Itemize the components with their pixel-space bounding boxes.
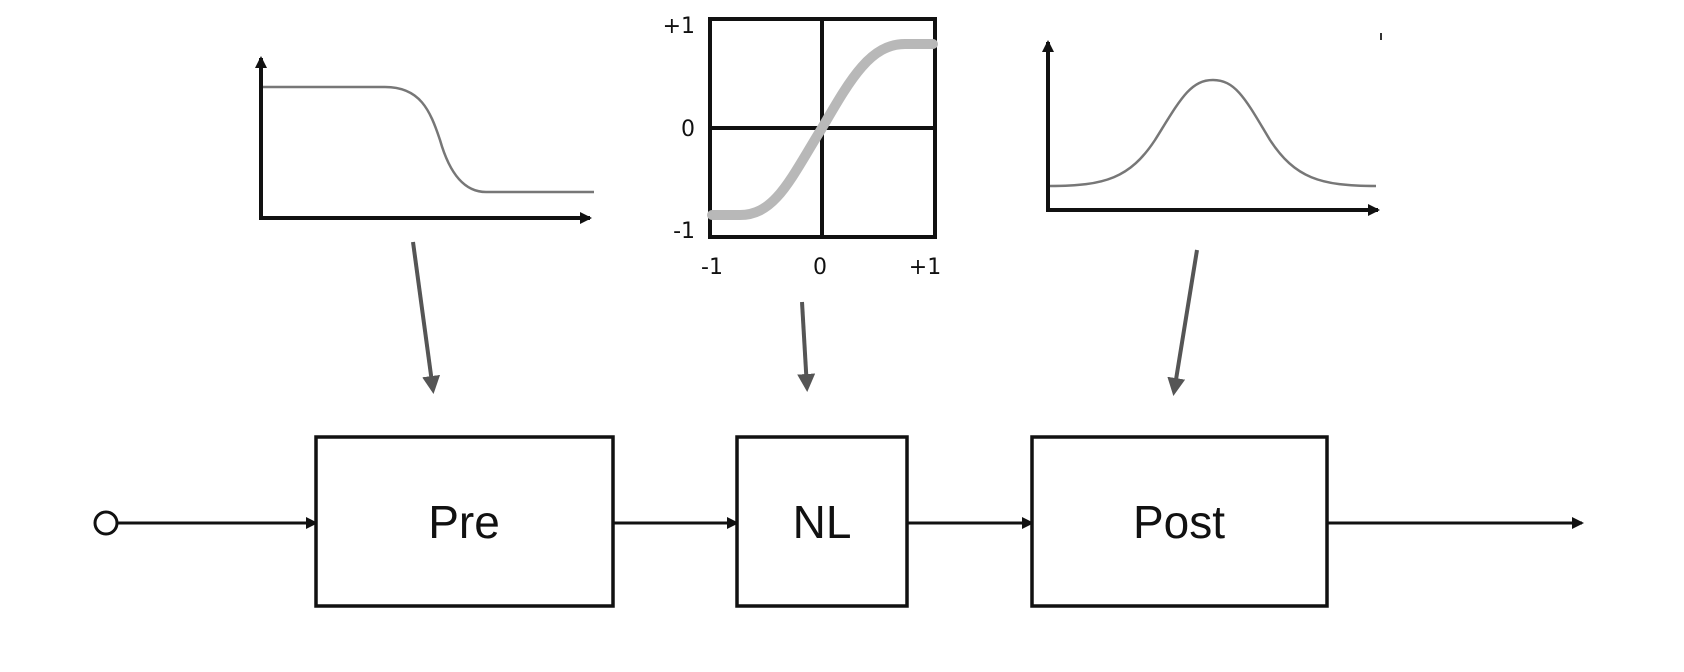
post-response-plot xyxy=(1042,33,1382,216)
post-block-label: Post xyxy=(1133,496,1225,548)
nl-x-tick-minus1: -1 xyxy=(701,255,723,280)
nl-block: NL xyxy=(735,435,909,608)
nl-sigmoid-curve xyxy=(707,39,938,220)
nl-y-tick-minus1: -1 xyxy=(673,219,695,244)
nl-block-label: NL xyxy=(793,496,852,548)
nl-y-tick-plus1: +1 xyxy=(663,14,695,39)
pre-plot-to-block-arrow xyxy=(411,241,441,394)
pre-block-label: Pre xyxy=(428,496,500,548)
nl-x-tick-plus1: +1 xyxy=(909,255,941,280)
nl-plot-to-block-arrow xyxy=(797,301,816,392)
nl-x-tick-0: 0 xyxy=(813,255,827,280)
pre-response-plot xyxy=(255,56,594,224)
post-response-curve xyxy=(1049,78,1377,188)
nl-y-tick-0: 0 xyxy=(681,117,695,142)
nl-block-box xyxy=(735,435,909,608)
pre-block: Pre xyxy=(314,435,615,608)
input-terminal xyxy=(93,510,119,536)
post-plot-to-block-arrow xyxy=(1167,249,1199,396)
nl-transfer-plot: +1 0 -1 -1 0 +1 xyxy=(663,14,942,280)
pre-response-curve xyxy=(263,85,594,194)
post-block: Post xyxy=(1030,435,1329,608)
